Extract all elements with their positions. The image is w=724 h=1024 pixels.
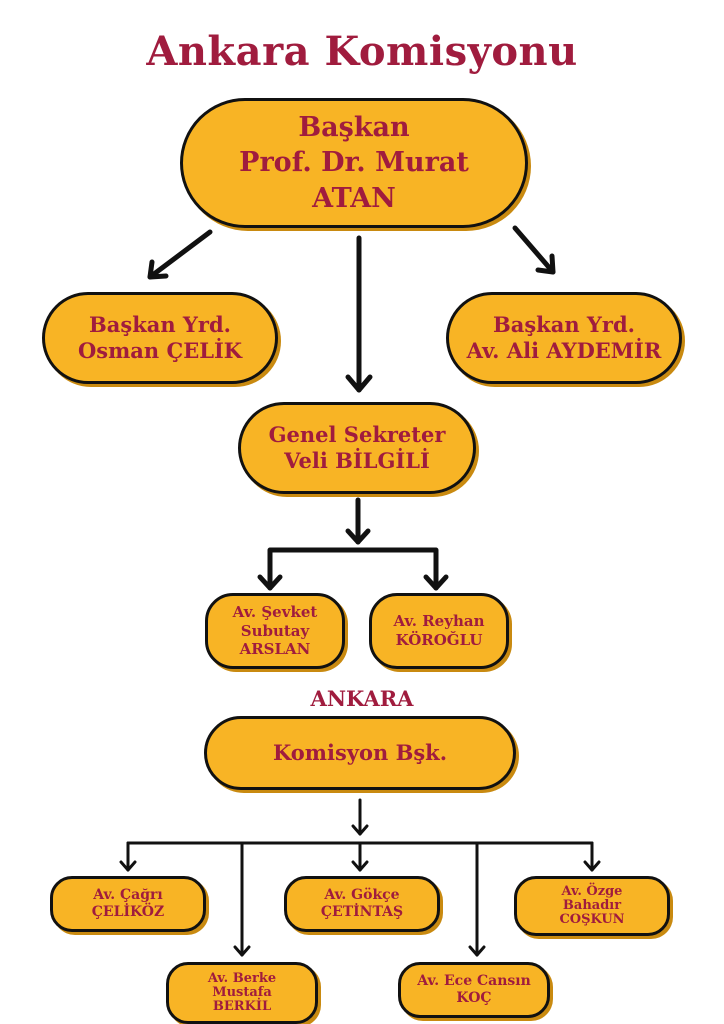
node-genel-sekreter: Genel Sekreter Veli BİLGİLİ <box>238 402 476 494</box>
node-ozge-coskun: Av. Özge Bahadır COŞKUN <box>514 876 670 936</box>
node-ozge-line2: Bahadır <box>562 897 622 913</box>
node-yrd1-role: Başkan Yrd. <box>89 311 231 337</box>
node-genel-role: Genel Sekreter <box>268 421 446 447</box>
node-ece-line1: Av. Ece Cansın <box>417 972 531 989</box>
node-gokce-cetintas: Av. Gökçe ÇETİNTAŞ <box>284 876 440 932</box>
node-yrd2-name: Av. Ali AYDEMİR <box>466 338 662 363</box>
node-sevket-line2: Subutay <box>240 621 310 640</box>
node-berke-line2: Mustafa <box>212 984 272 1000</box>
node-baskan-role: Başkan <box>298 112 410 144</box>
node-ece-koc: Av. Ece Cansın KOÇ <box>398 962 550 1018</box>
arrow-genel-to-staff <box>257 497 449 591</box>
node-baskan-name: Prof. Dr. Murat <box>239 147 469 179</box>
node-baskan-yrd-1: Başkan Yrd. Osman ÇELİK <box>42 292 278 384</box>
node-cagri-line1: Av. Çağrı <box>93 886 163 903</box>
node-berke-line3: BERKİL <box>212 999 272 1015</box>
node-baskan-yrd-2: Başkan Yrd. Av. Ali AYDEMİR <box>446 292 682 384</box>
node-ece-line2: KOÇ <box>456 990 492 1006</box>
node-gokce-line1: Av. Gökçe <box>324 886 400 903</box>
arrow-baskan-to-genel <box>345 235 373 393</box>
node-reyhan-koroglu: Av. Reyhan KÖROĞLU <box>369 593 509 669</box>
node-baskan: Başkan Prof. Dr. Murat ATAN <box>180 98 528 228</box>
node-genel-name: Veli BİLGİLİ <box>284 448 430 473</box>
arrow-baskan-to-yrd1 <box>147 229 213 280</box>
node-baskan-surname: ATAN <box>312 182 396 214</box>
node-yrd2-role: Başkan Yrd. <box>493 311 635 337</box>
node-komisyon-label: Komisyon Bşk. <box>272 739 448 765</box>
section-title-ankara: ANKARA <box>310 686 414 711</box>
node-yrd1-name: Osman ÇELİK <box>77 338 243 363</box>
node-reyhan-line2: KÖROĞLU <box>395 631 483 649</box>
node-komisyon-bsk: Komisyon Bşk. <box>204 716 516 790</box>
node-sevket-line3: ARSLAN <box>239 640 311 659</box>
node-ozge-line3: COŞKUN <box>559 912 625 928</box>
node-berke-line1: Av. Berke <box>207 970 277 986</box>
page-title: Ankara Komisyonu <box>146 28 578 75</box>
node-gokce-line2: ÇETİNTAŞ <box>320 904 404 920</box>
arrow-baskan-to-yrd2 <box>512 225 556 275</box>
node-cagri-line2: ÇELİKÖZ <box>91 904 165 920</box>
node-sevket-arslan: Av. Şevket Subutay ARSLAN <box>205 593 345 669</box>
arrow-komisyon-to-members <box>119 798 601 957</box>
node-reyhan-line1: Av. Reyhan <box>393 612 485 631</box>
node-ozge-line1: Av. Özge <box>561 883 623 899</box>
node-berke-berkil: Av. Berke Mustafa BERKİL <box>166 962 318 1024</box>
node-sevket-line1: Av. Şevket <box>232 602 318 621</box>
node-cagri-celikoz: Av. Çağrı ÇELİKÖZ <box>50 876 206 932</box>
